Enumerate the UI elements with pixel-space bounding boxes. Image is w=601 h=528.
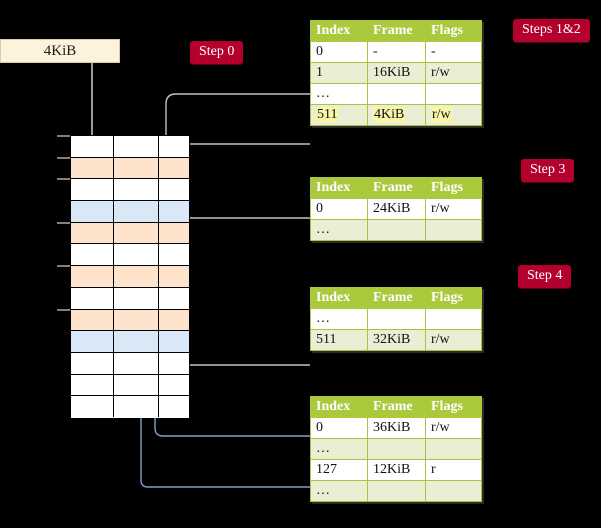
table-row[interactable]: …: [310, 438, 482, 460]
table-cell: r/w: [425, 198, 482, 220]
badge-step-4: Step 4: [518, 265, 572, 288]
table-cell: [367, 480, 426, 502]
page-box-label: 4KiB: [43, 43, 77, 59]
table-row[interactable]: …: [310, 219, 482, 241]
column-header-frame: Frame: [367, 287, 426, 309]
column-header-index: Index: [310, 396, 368, 418]
memory-frame-row: [71, 309, 189, 332]
column-header-index: Index: [310, 287, 368, 309]
table-cell: [367, 438, 426, 460]
wire-l2-row0-to-grid: [174, 217, 310, 259]
memory-frame-tick: [57, 265, 70, 268]
memory-frame-tick: [57, 221, 70, 224]
table-cell: [367, 308, 426, 330]
table-cell: r: [425, 459, 482, 481]
table-cell: …: [310, 219, 368, 241]
table-row[interactable]: …: [310, 480, 482, 502]
memory-frame-row: [71, 352, 189, 375]
table-cell: 511: [310, 329, 368, 351]
memory-frame-row: [71, 136, 189, 158]
table-cell: -: [367, 41, 426, 63]
table-row[interactable]: 0--: [310, 41, 482, 63]
column-header-index: Index: [310, 177, 368, 199]
table-cell: r/w: [425, 417, 482, 439]
table-cell: 24KiB: [367, 198, 426, 220]
table-cell: 0: [310, 198, 368, 220]
table-cell: -: [425, 41, 482, 63]
table-cell: 16KiB: [367, 62, 426, 84]
table-cell: [367, 83, 426, 105]
grid-column-separator-1: [113, 135, 114, 417]
table-row[interactable]: …: [310, 83, 482, 105]
memory-frame-tick: [57, 156, 70, 159]
table-cell: [425, 308, 482, 330]
table-cell: r/w: [425, 104, 482, 126]
table-cell: 36KiB: [367, 417, 426, 439]
badge-step-0: Step 0: [190, 41, 244, 64]
table-cell: …: [310, 83, 368, 105]
physical-memory-grid: [70, 135, 190, 418]
memory-frame-tick: [57, 135, 70, 137]
memory-frame-row: [71, 179, 189, 202]
column-header-frame: Frame: [367, 177, 426, 199]
table-cell: [367, 219, 426, 241]
column-header-frame: Frame: [367, 396, 426, 418]
memory-frame-row: [71, 374, 189, 397]
highlighted-value: 4KiB: [373, 107, 406, 122]
badge-step-3: Step 3: [521, 159, 575, 182]
column-header-flags: Flags: [425, 287, 482, 309]
table-cell: 511: [310, 104, 368, 126]
table-cell: …: [310, 480, 368, 502]
table-cell: 32KiB: [367, 329, 426, 351]
table-cell: 127: [310, 459, 368, 481]
column-header-flags: Flags: [425, 396, 482, 418]
table-cell: 0: [310, 41, 368, 63]
table-cell: r/w: [425, 62, 482, 84]
table-cell: 0: [310, 417, 368, 439]
memory-frame-row: [71, 157, 189, 180]
memory-frame-row: [71, 396, 189, 418]
table-cell: 4KiB: [367, 104, 426, 126]
memory-frame-row: [71, 201, 189, 223]
column-header-flags: Flags: [425, 20, 482, 42]
table-cell: …: [310, 438, 368, 460]
table-row[interactable]: …: [310, 308, 482, 330]
column-header-index: Index: [310, 20, 368, 42]
memory-frame-row: [71, 244, 189, 267]
table-cell: [425, 438, 482, 460]
table-cell: 1: [310, 62, 368, 84]
table-cell: r/w: [425, 329, 482, 351]
column-header-frame: Frame: [367, 20, 426, 42]
table-cell: [425, 219, 482, 241]
table-cell: [425, 480, 482, 502]
table-cell: 12KiB: [367, 459, 426, 481]
highlighted-value: 511: [316, 107, 339, 122]
grid-column-separator-2: [158, 135, 159, 417]
memory-frame-tick: [57, 308, 70, 311]
page-box-4kib: 4KiB: [0, 39, 120, 63]
wire-l3-row511-to-grid: [174, 300, 310, 366]
badge-steps-1-2: Steps 1&2: [513, 19, 590, 42]
table-cell: [425, 83, 482, 105]
table-cell: …: [310, 308, 368, 330]
column-header-flags: Flags: [425, 177, 482, 199]
memory-frame-row: [71, 266, 189, 288]
memory-frame-tick: [57, 178, 70, 181]
memory-frame-row: [71, 331, 189, 353]
memory-frame-row: [71, 222, 189, 245]
memory-frame-row: [71, 287, 189, 310]
highlighted-value: r/w: [431, 107, 452, 122]
table-row[interactable]: 511 4KiB r/w: [310, 104, 482, 126]
